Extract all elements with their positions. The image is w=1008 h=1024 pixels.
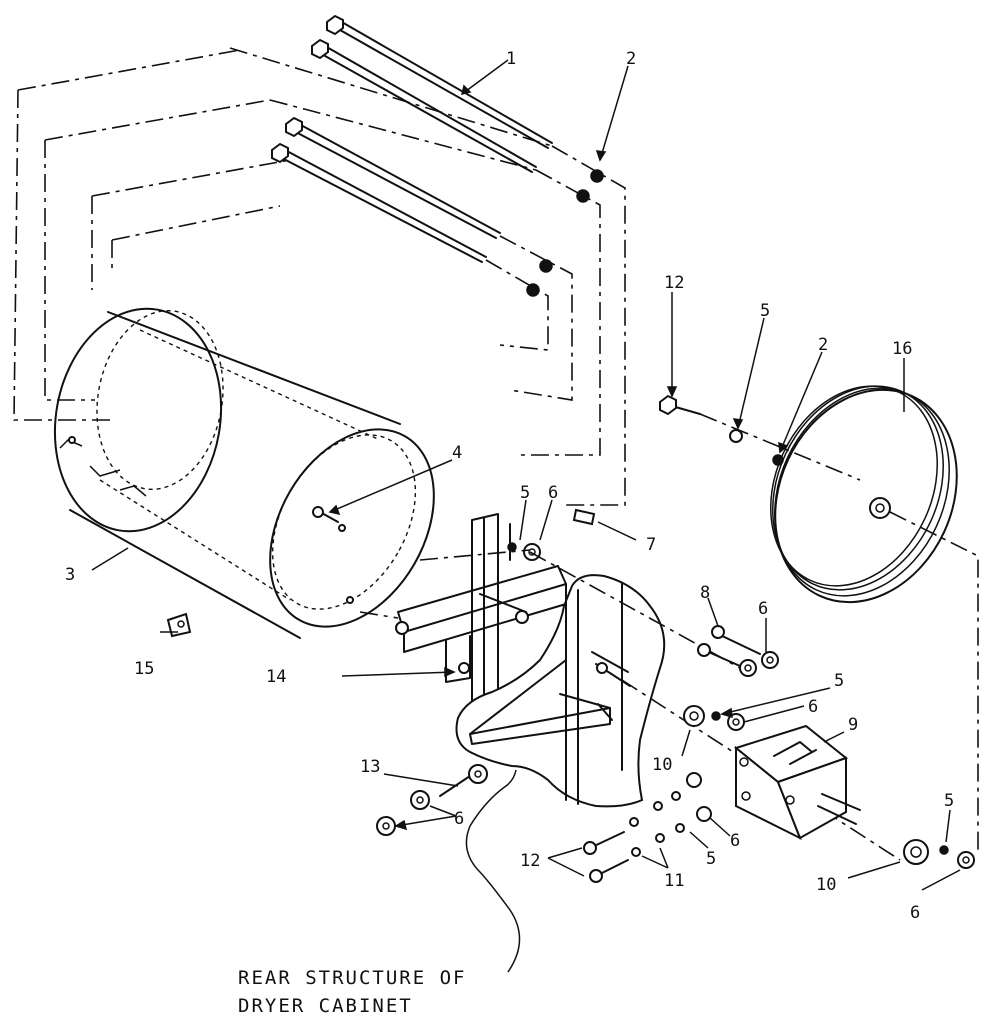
callout-6-far: 6 bbox=[910, 903, 920, 923]
rod-nuts bbox=[526, 169, 604, 297]
tie-rod-1 bbox=[326, 14, 553, 149]
tie-rod-4 bbox=[271, 142, 487, 263]
callout-12-lower: 12 bbox=[520, 851, 540, 871]
callout-5-lower: 5 bbox=[706, 849, 716, 869]
bearing-block bbox=[733, 724, 861, 841]
callout-1: 1 bbox=[506, 49, 516, 69]
callout-16: 16 bbox=[892, 339, 912, 359]
rod-frame-outlines bbox=[13, 47, 626, 506]
callout-9: 9 bbox=[848, 715, 858, 735]
callout-13: 13 bbox=[360, 757, 380, 777]
left-hardware bbox=[376, 764, 488, 836]
callout-2-top: 2 bbox=[626, 49, 636, 69]
drum-shaft-line bbox=[359, 611, 399, 619]
callout-10-mid: 10 bbox=[652, 755, 672, 775]
leader-lines bbox=[91, 59, 961, 973]
callout-5-far: 5 bbox=[944, 791, 954, 811]
callout-12-top: 12 bbox=[664, 273, 684, 293]
drum-pulley bbox=[770, 385, 979, 852]
tie-rod-3 bbox=[285, 116, 501, 239]
far-right-bearing bbox=[903, 839, 975, 869]
callout-5-mid: 5 bbox=[520, 483, 530, 503]
clip-part-15 bbox=[166, 612, 192, 638]
callout-6-right: 6 bbox=[758, 599, 768, 619]
screw-part-4 bbox=[312, 506, 339, 523]
callout-5-center: 5 bbox=[834, 671, 844, 691]
callout-6-left: 6 bbox=[454, 809, 464, 829]
caption-line-1: REAR STRUCTURE OF bbox=[238, 967, 466, 989]
callout-8: 8 bbox=[700, 583, 710, 603]
callout-3: 3 bbox=[65, 565, 75, 585]
callout-11: 11 bbox=[664, 871, 684, 891]
dryer-drum bbox=[53, 307, 435, 639]
callout-6-lower: 6 bbox=[730, 831, 740, 851]
callout-5-right: 5 bbox=[760, 301, 770, 321]
tie-rod-2 bbox=[311, 38, 537, 173]
pulley-bolt-hardware bbox=[659, 394, 861, 481]
callout-labels: 1 2 3 4 5 6 7 12 5 2 16 8 6 5 6 9 10 13 … bbox=[65, 49, 954, 923]
callout-10-far: 10 bbox=[816, 875, 836, 895]
callout-7: 7 bbox=[646, 535, 656, 555]
caption-line-2: DRYER CABINET bbox=[238, 995, 413, 1017]
callout-15: 15 bbox=[134, 659, 154, 679]
caption: REAR STRUCTURE OF DRYER CABINET bbox=[238, 967, 466, 1017]
lower-hardware bbox=[583, 772, 712, 883]
callout-2-right: 2 bbox=[818, 335, 828, 355]
callout-14: 14 bbox=[266, 667, 286, 687]
tie-rods bbox=[271, 14, 553, 263]
callout-6-mid: 6 bbox=[548, 483, 558, 503]
rear-cabinet-structure bbox=[455, 574, 666, 808]
callout-4: 4 bbox=[452, 443, 462, 463]
bearing-hardware-center bbox=[529, 551, 901, 861]
callout-6-center: 6 bbox=[808, 697, 818, 717]
drum-axis-line bbox=[419, 549, 531, 561]
